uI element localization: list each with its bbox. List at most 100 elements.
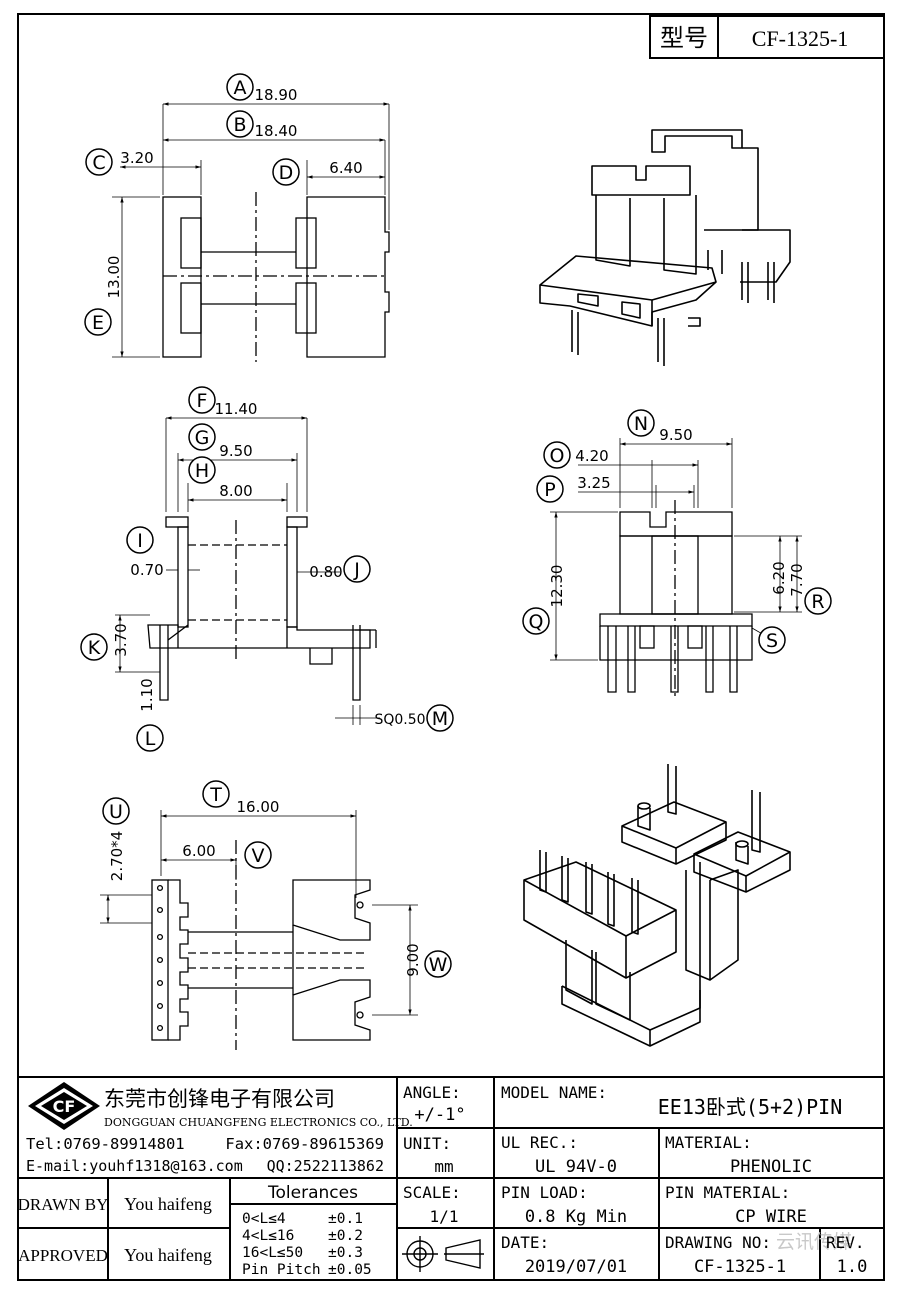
projection-symbol-icon <box>402 1236 484 1272</box>
pin-material-value: CP WIRE <box>735 1207 807 1227</box>
fax: Fax:0769-89615369 <box>225 1135 384 1153</box>
bottom-view-labels: 16.00 2.70*4 6.00 9.00 <box>108 798 422 977</box>
dim-q-value: 12.30 <box>548 565 566 608</box>
balloon-c: C <box>92 152 105 174</box>
dim-u-value: 2.70*4 <box>108 831 126 881</box>
dim-a-value: 18.90 <box>255 86 298 104</box>
balloon-i: I <box>137 530 143 552</box>
drawn-by-value: You haifeng <box>124 1194 212 1214</box>
bottom-view <box>100 810 418 1050</box>
end-view <box>550 438 802 700</box>
dim-c-value: 3.20 <box>120 149 153 167</box>
pin-material-label: PIN MATERIAL: <box>665 1183 790 1202</box>
title-block-grid <box>18 1076 884 1280</box>
front-view-labels: 18.90 18.40 3.20 6.40 13.00 <box>105 86 363 298</box>
approved-value: You haifeng <box>124 1245 212 1265</box>
dim-n-value: 9.50 <box>659 426 692 444</box>
side-view-labels: 11.40 9.50 8.00 0.70 0.80 3.70 1.10 SQ0.… <box>112 400 426 728</box>
balloon-n: N <box>634 413 648 435</box>
email: E-mail:youhf1318@163.com <box>26 1157 243 1175</box>
dim-h-value: 8.00 <box>219 482 252 500</box>
watermark: 云讯传媒 <box>776 1231 852 1253</box>
balloon-f: F <box>197 390 208 412</box>
tolerance-value: ±0.05 <box>328 1262 372 1278</box>
model-value: EE13卧式(5+2)PIN <box>658 1095 843 1119</box>
side-view-balloons: F G H I J K L M <box>80 386 454 752</box>
ul-value: UL 94V-0 <box>535 1157 617 1177</box>
dim-r2-value: 7.70 <box>788 563 806 596</box>
end-view-balloons: N O P Q R S <box>522 409 832 654</box>
tolerance-range: 0<L≤4 <box>242 1211 286 1227</box>
dim-k-value: 3.70 <box>112 623 130 656</box>
pin-load-label: PIN LOAD: <box>501 1183 588 1202</box>
balloon-m: M <box>432 708 448 730</box>
tolerance-value: ±0.1 <box>328 1211 363 1227</box>
drawn-by-label: DRAWN BY <box>18 1195 109 1214</box>
balloon-p: P <box>544 479 555 501</box>
dim-l-value: 1.10 <box>138 678 156 711</box>
balloon-l: L <box>145 728 156 750</box>
balloon-o: O <box>550 445 565 467</box>
balloon-u: U <box>109 801 123 823</box>
bottom-view-balloons: T U V W <box>102 780 452 978</box>
qq: QQ:2522113862 <box>267 1157 384 1175</box>
pin-load-value: 0.8 Kg Min <box>525 1207 627 1227</box>
balloon-q: Q <box>529 611 544 633</box>
tolerances-title: Tolerances <box>267 1183 358 1203</box>
drawing-no-label: DRAWING NO: <box>665 1233 771 1252</box>
date-label: DATE: <box>501 1233 549 1252</box>
balloon-d: D <box>279 162 294 184</box>
balloon-w: W <box>429 954 448 976</box>
balloon-s: S <box>766 630 778 652</box>
company-logo-text: CF <box>53 1097 76 1116</box>
iso-view-bottom <box>523 764 791 1047</box>
dim-e-value: 13.00 <box>105 256 123 299</box>
sheet-border <box>17 13 885 1281</box>
dim-b-value: 18.40 <box>255 122 298 140</box>
balloon-t: T <box>209 784 222 806</box>
tolerance-range: Pin Pitch <box>242 1262 321 1278</box>
balloon-g: G <box>195 427 210 449</box>
dim-p-value: 3.25 <box>577 474 610 492</box>
header-box: 型号 CF-1325-1 <box>649 15 885 59</box>
balloon-j: J <box>353 559 360 581</box>
model-label: MODEL NAME: <box>501 1083 607 1102</box>
material-value: PHENOLIC <box>730 1157 812 1177</box>
scale-value: 1/1 <box>430 1207 459 1226</box>
front-view <box>112 102 390 362</box>
dim-t-value: 16.00 <box>237 798 280 816</box>
tolerance-table: 0<L≤4 ±0.1 4<L≤16 ±0.2 16<L≤50 ±0.3 Pin … <box>242 1211 372 1278</box>
company-name-en: DONGGUAN CHUANGFENG ELECTRONICS CO., LTD… <box>104 1116 413 1129</box>
tolerance-value: ±0.3 <box>328 1245 363 1261</box>
front-view-balloons: A B C D E <box>84 73 300 336</box>
approved-label: APPROVED <box>18 1246 108 1265</box>
dim-r1-value: 6.20 <box>770 561 788 594</box>
tel: Tel:0769-89914801 <box>26 1135 185 1153</box>
dim-f-value: 11.40 <box>215 400 258 418</box>
ul-label: UL REC.: <box>501 1133 578 1152</box>
unit-value: mm <box>434 1157 453 1176</box>
scale-label: SCALE: <box>403 1183 461 1202</box>
drawing-no-value: CF-1325-1 <box>694 1257 786 1277</box>
balloon-v: V <box>252 845 265 867</box>
dim-w-value: 9.00 <box>404 943 422 976</box>
balloon-a: A <box>234 77 247 99</box>
balloon-e: E <box>92 312 104 334</box>
dim-j-value: 0.80 <box>309 563 342 581</box>
dim-i-value: 0.70 <box>130 561 163 579</box>
date-value: 2019/07/01 <box>525 1257 627 1277</box>
tolerance-range: 4<L≤16 <box>242 1228 294 1244</box>
header-value: CF-1325-1 <box>752 26 849 51</box>
company-logo: CF <box>28 1082 100 1130</box>
rev-value: 1.0 <box>837 1257 868 1277</box>
balloon-h: H <box>195 460 209 482</box>
tolerance-range: 16<L≤50 <box>242 1245 303 1261</box>
unit-label: UNIT: <box>403 1134 451 1153</box>
header-label: 型号 <box>660 25 708 52</box>
angle-label: ANGLE: <box>403 1083 461 1102</box>
dim-g-value: 9.50 <box>219 442 252 460</box>
side-view <box>115 416 380 725</box>
balloon-r: R <box>811 591 824 613</box>
dim-o-value: 4.20 <box>575 447 608 465</box>
